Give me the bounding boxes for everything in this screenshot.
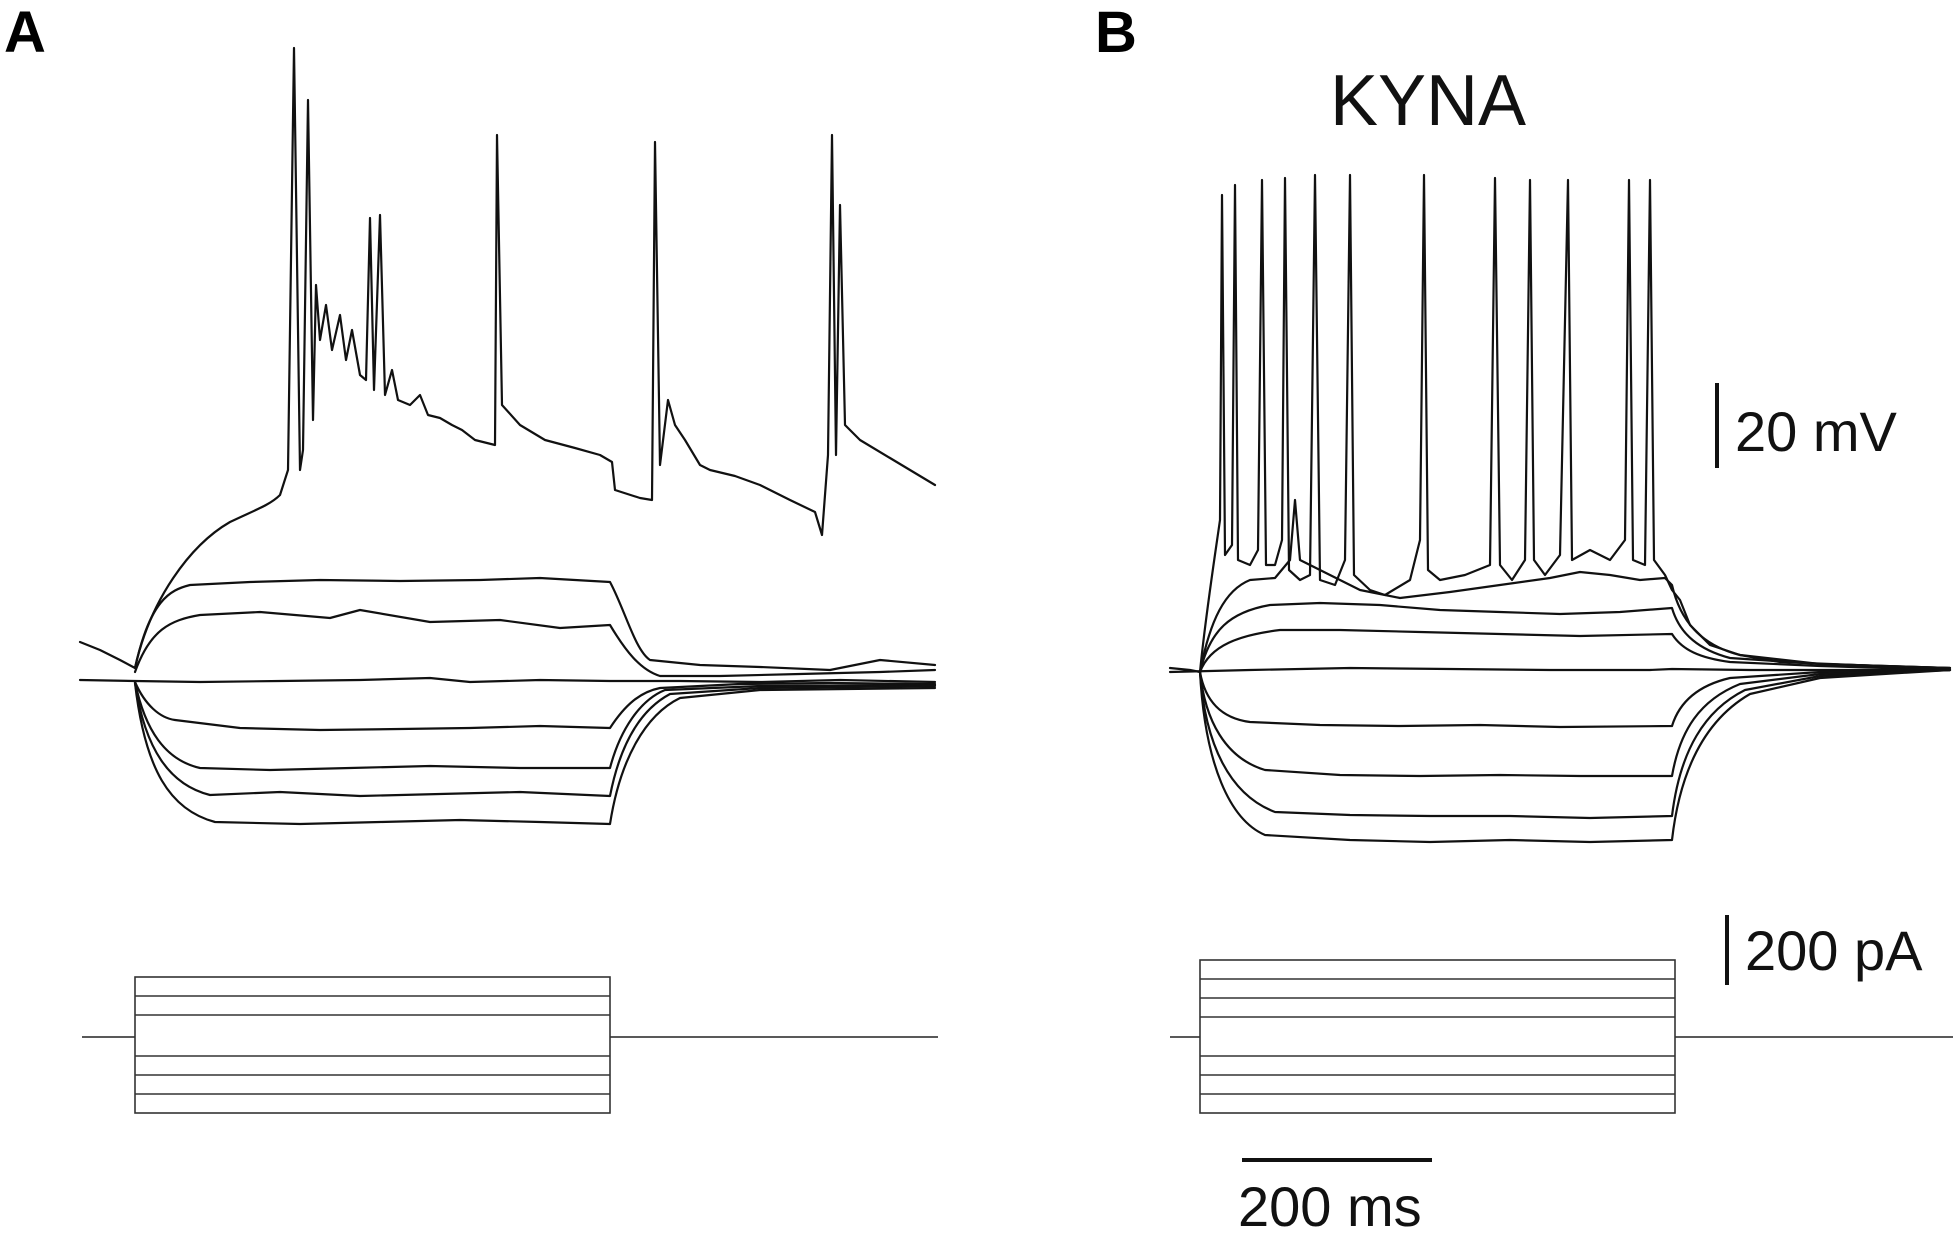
panel-a-step-envelope bbox=[134, 976, 611, 1114]
scale-bar-time: 200 ms bbox=[1238, 1158, 1432, 1236]
panel-a-trace-hyper-3 bbox=[133, 681, 937, 798]
panel-a-voltage-traces bbox=[78, 46, 937, 826]
panel-a-label: A bbox=[4, 0, 46, 65]
panel-b-step-envelope bbox=[1199, 959, 1676, 1114]
scale-bar-voltage-label: 20 mV bbox=[1735, 400, 1897, 463]
panel-b-trace-hyper-4 bbox=[1198, 668, 1952, 844]
scale-bar-time-label: 200 ms bbox=[1238, 1175, 1422, 1236]
panel-b-trace-hyper-3 bbox=[1198, 668, 1952, 820]
panel-b-trace-depol-3 bbox=[1198, 628, 1952, 674]
panel-a-trace-baseline bbox=[78, 676, 937, 684]
panel-a-trace-depol-1 bbox=[133, 576, 937, 672]
panel-a-trace-hyper-1 bbox=[133, 680, 937, 732]
panel-a-current-steps bbox=[82, 976, 938, 1114]
panel-a-trace-hyper-2 bbox=[133, 680, 937, 772]
panel-a-spiking-trace bbox=[78, 46, 937, 670]
panel-b-spiking-trace bbox=[1168, 173, 1952, 674]
panel-b-voltage-traces bbox=[1168, 173, 1952, 844]
panel-b-trace-hyper-2 bbox=[1198, 668, 1952, 778]
panel-b-trace-depol-1 bbox=[1198, 498, 1952, 674]
scale-bar-voltage: 20 mV bbox=[1715, 383, 1897, 468]
condition-label-kyna: KYNA bbox=[1330, 61, 1526, 141]
scale-bar-current-label: 200 pA bbox=[1745, 919, 1923, 982]
scale-bar-current: 200 pA bbox=[1725, 915, 1923, 985]
panel-b-trace-hyper-1 bbox=[1198, 668, 1952, 729]
panel-b-current-steps bbox=[1170, 959, 1953, 1114]
panel-b-trace-baseline bbox=[1168, 666, 1952, 674]
panel-b-trace-depol-2 bbox=[1198, 601, 1952, 674]
panel-b-label: B bbox=[1095, 0, 1137, 65]
panel-a-trace-hyper-4 bbox=[133, 681, 937, 826]
panel-a-trace-depol-2 bbox=[133, 608, 937, 678]
